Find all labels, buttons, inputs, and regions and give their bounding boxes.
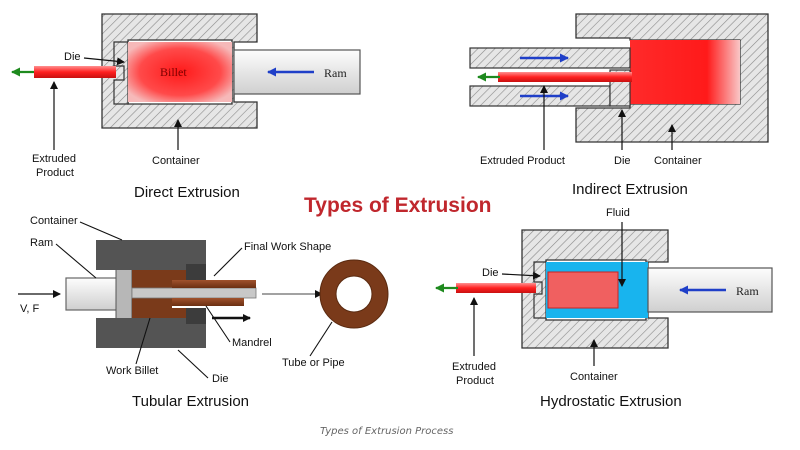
hydrostatic-extruded-label-1: Extruded [452,361,496,373]
direct-extruded-label-1: Extruded [32,153,76,165]
hydrostatic-title: Hydrostatic Extrusion [540,393,682,410]
tubular-ram-label: Ram [30,237,53,249]
hydrostatic-die-label: Die [482,267,499,279]
tube-ring [320,260,388,328]
direct-ram-label: Ram [324,66,347,80]
figure-caption: Types of Extrusion Process [320,426,453,437]
hydrostatic-extruded-label-2: Product [456,375,494,387]
indirect-extruded-rod [498,72,632,82]
tube-ring-outer-edge [319,259,389,329]
tubular-die-label: Die [212,373,229,385]
tube-ring-inner-edge [335,275,373,313]
indirect-container-label: Container [654,155,702,167]
hydrostatic-extrusion: Ram Fluid Die Extruded Product Container… [435,207,773,410]
indirect-title: Indirect Extrusion [572,181,688,198]
direct-extruded-label-2: Product [36,167,74,179]
hydrostatic-container-label: Container [570,371,618,383]
indirect-extruded-label: Extruded Product [480,155,565,167]
hydrostatic-billet [547,271,619,309]
tube-pipe-label: Tube or Pipe [282,357,345,369]
tubular-mandrel-pointer [205,305,231,343]
direct-die-pointer [83,57,125,66]
hydrostatic-extruded-rod [456,283,536,293]
tubular-work-billet-label: Work Billet [106,365,158,377]
tubular-ram-pointer [55,243,97,279]
tubular-title: Tubular Extrusion [132,393,249,410]
tube-pipe-pointer [309,321,333,357]
tubular-tube-upper [172,280,256,288]
tubular-ram-head [115,267,133,321]
indirect-extrusion: Extruded Product Die Container Indirect … [469,13,769,198]
indirect-die-label: Die [614,155,631,167]
tubular-die-top [186,264,206,280]
tubular-final-shape-label: Final Work Shape [244,241,331,253]
tubular-mandrel [131,287,257,299]
hydrostatic-fluid-label: Fluid [606,207,630,219]
main-title: Types of Extrusion [304,194,491,217]
tubular-container-pointer [79,221,123,241]
tubular-vf-label: V, F [20,303,39,315]
tubular-final-shape-pointer [213,247,243,277]
direct-title: Direct Extrusion [134,184,240,201]
tubular-work-billet-pointer [135,317,151,365]
direct-die-label: Die [64,51,81,63]
hydrostatic-die-pointer [501,271,541,280]
direct-extruded-rod [34,66,116,78]
direct-billet [128,42,232,102]
tubular-ram [65,277,125,311]
direct-extrusion: Billet Ram Die Extruded Product Containe… [11,13,361,201]
direct-billet-label: Billet [160,65,187,79]
hydrostatic-ram-label: Ram [736,284,759,298]
tubular-mandrel-label: Mandrel [232,337,272,349]
tubular-die-pointer [177,349,209,379]
tubular-tube-lower [172,298,244,306]
indirect-billet [630,40,740,104]
tubular-die-bottom [186,308,206,324]
tubular-container-label: Container [30,215,78,227]
tubular-extrusion: V, F Container Ram Final Work Shape Mand… [18,215,389,410]
direct-container-label: Container [152,155,200,167]
